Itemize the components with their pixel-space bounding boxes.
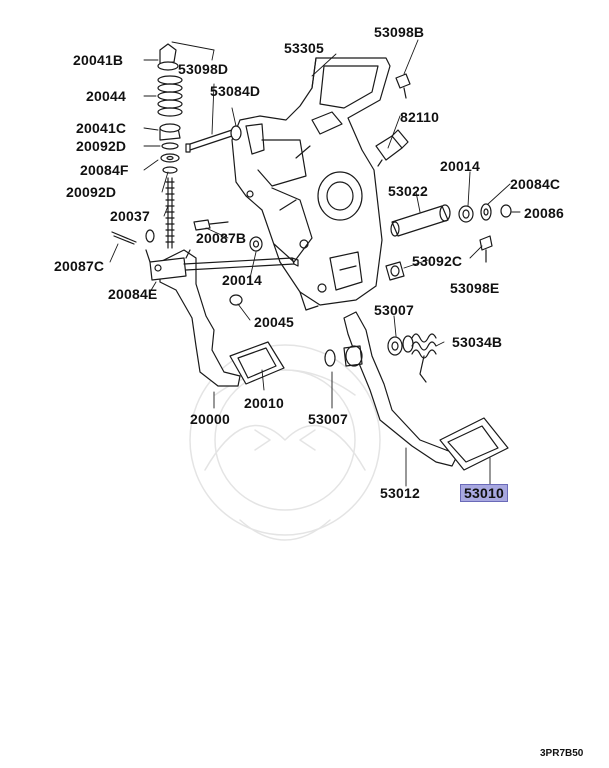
- part-label-20000: 20000: [190, 411, 230, 427]
- nut-53092C: [386, 262, 404, 280]
- part-label-20041C: 20041C: [76, 120, 127, 136]
- part-label-20084C: 20084C: [510, 176, 561, 192]
- part-label-20045: 20045: [254, 314, 294, 330]
- part-label-20084E: 20084E: [108, 286, 158, 302]
- part-label-53092C: 53092C: [412, 253, 463, 269]
- watermark-emblem: [190, 345, 380, 540]
- part-label-53007-top: 53007: [374, 302, 414, 318]
- part-label-20092D-top: 20092D: [76, 138, 127, 154]
- part-label-20087B: 20087B: [196, 230, 247, 246]
- pedal-pad-53010: [440, 418, 508, 470]
- part-label-53098E: 53098E: [450, 280, 500, 296]
- clutch-pedal-20000: [146, 250, 298, 386]
- part-label-53098D: 53098D: [178, 61, 229, 77]
- part-label-20044: 20044: [86, 88, 126, 104]
- part-label-20084F: 20084F: [80, 162, 129, 178]
- part-label-20086: 20086: [524, 205, 564, 221]
- nut-20014-left: [250, 237, 262, 251]
- washer-20092D-bottom: [163, 167, 177, 173]
- part-label-20014-right: 20014: [440, 158, 480, 174]
- bolt-53098B: [396, 74, 410, 98]
- rod-20037: [166, 178, 174, 248]
- return-spring-53034B: [412, 334, 436, 382]
- nut-53084D: [231, 126, 241, 140]
- part-label-20010: 20010: [244, 395, 284, 411]
- seat-20041C: [160, 124, 180, 140]
- part-label-20037: 20037: [110, 208, 150, 224]
- part-label-20092D-bottom: 20092D: [66, 184, 117, 200]
- part-label-53007-bottom: 53007: [308, 411, 348, 427]
- spring-20044: [158, 76, 182, 116]
- pivot-bushing-53022: [391, 205, 450, 236]
- part-label-53034B: 53034B: [452, 334, 503, 350]
- stopper-20041B: [158, 44, 178, 70]
- leader-lines: [110, 40, 520, 486]
- bolt-53098D: [186, 130, 232, 152]
- part-label-82110: 82110: [400, 109, 440, 125]
- brake-pedal-53012: [344, 312, 458, 466]
- part-label-53305: 53305: [284, 40, 324, 56]
- part-label-20041B: 20041B: [73, 52, 124, 68]
- clevis-pin-20087B: [194, 220, 228, 230]
- figure-code: 3PR7B50: [540, 748, 584, 759]
- stop-light-switch-82110: [376, 130, 408, 166]
- nut-20086: [501, 205, 511, 217]
- pedal-bracket-53305: [232, 58, 390, 310]
- part-label-53084D: 53084D: [210, 83, 261, 99]
- cotter-pin-20087C: [112, 232, 136, 244]
- bolt-53098E: [480, 236, 492, 262]
- part-label-53012: 53012: [380, 485, 420, 501]
- nut-20014-right: [459, 206, 473, 222]
- part-label-53098B: 53098B: [374, 24, 425, 40]
- part-label-53022: 53022: [388, 183, 428, 199]
- stopper-20045: [230, 295, 242, 305]
- pedal-pad-20010: [230, 342, 284, 384]
- washer-20084F: [161, 154, 179, 162]
- part-label-53010-highlighted[interactable]: 53010: [460, 484, 508, 502]
- washer-20084E: [146, 230, 154, 242]
- bushing-53007-top: [388, 336, 413, 355]
- part-label-20087C: 20087C: [54, 258, 105, 274]
- part-label-20014-left: 20014: [222, 272, 262, 288]
- washer-20084C: [481, 204, 491, 220]
- washer-20092D-top: [162, 143, 178, 149]
- bushing-53007-bottom: [325, 346, 362, 366]
